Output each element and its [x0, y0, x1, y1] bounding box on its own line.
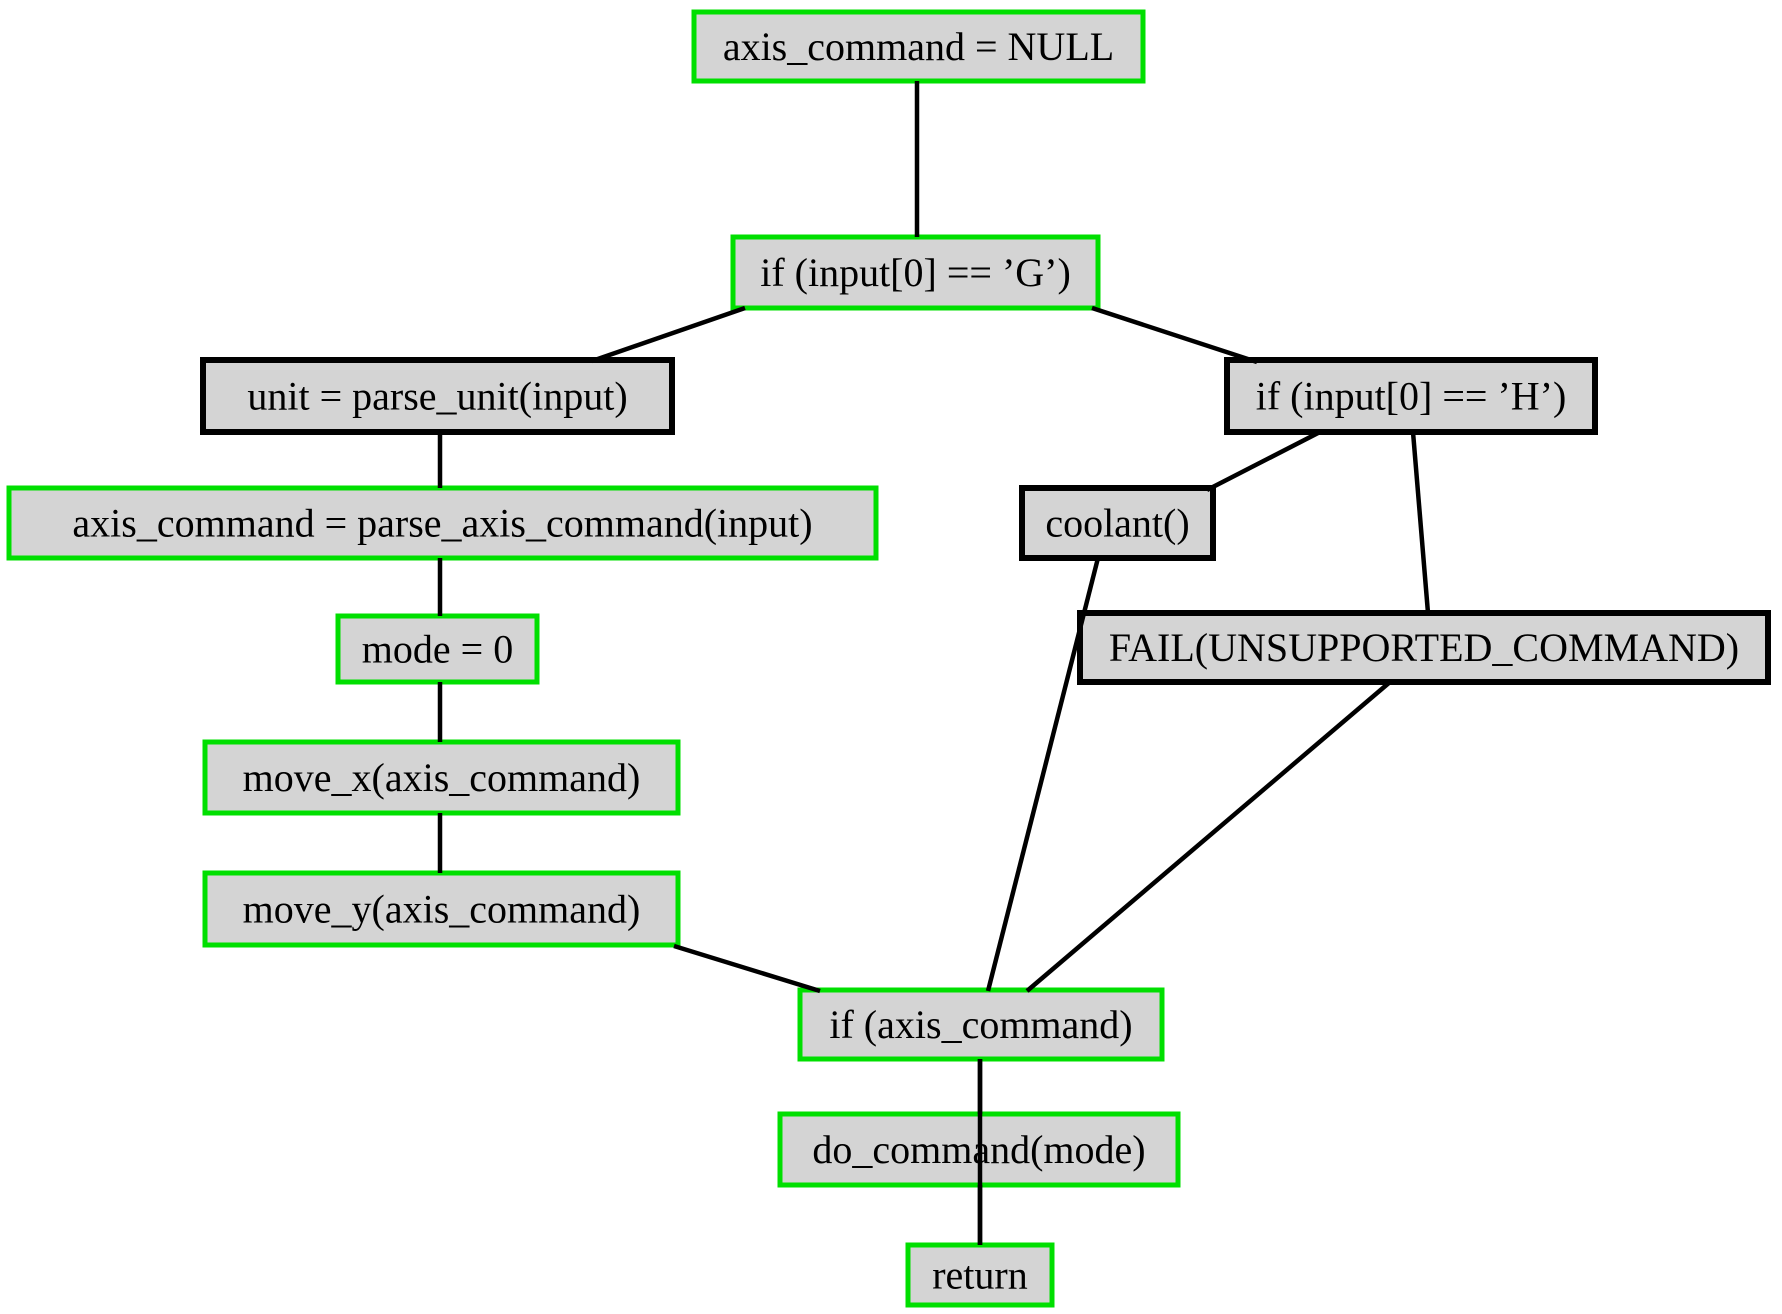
node-if-axis-command — [797, 987, 1165, 1062]
edge-if-input-h-to-coolant — [1205, 429, 1322, 493]
node-if-input-g — [730, 234, 1101, 311]
node-axis-command-null-label: axis_command = NULL — [723, 24, 1114, 69]
edge-if-input-h-to-fail-unsupported — [1410, 431, 1431, 614]
node-unit-parse-unit-label: unit = parse_unit(input) — [247, 374, 627, 419]
node-return-label: return — [932, 1253, 1028, 1298]
node-axis-command-null — [691, 9, 1146, 84]
node-if-input-g-label: if (input[0] == ’G’) — [760, 250, 1071, 295]
edge-coolant-to-if-axis-command — [985, 557, 1101, 992]
node-mode-0 — [335, 613, 540, 685]
node-if-input-h — [1224, 357, 1598, 435]
edge-if-input-g-to-unit-parse-unit — [591, 305, 746, 364]
node-axis-command-parse — [6, 485, 879, 561]
node-unit-parse-unit — [200, 357, 675, 435]
node-mode-0-label: mode = 0 — [362, 627, 513, 672]
node-axis-command-parse-label: axis_command = parse_axis_command(input) — [72, 501, 812, 546]
edge-fail-unsupported-to-if-axis-command — [1025, 680, 1392, 993]
node-fail-unsupported — [1077, 610, 1771, 685]
node-if-axis-command-label: if (axis_command) — [829, 1002, 1132, 1047]
edge-if-input-g-to-if-input-h — [1091, 305, 1258, 365]
node-move-y — [202, 870, 681, 948]
edge-move-y-to-if-axis-command — [673, 943, 821, 994]
edges-layer — [437, 81, 1431, 1245]
node-coolant — [1019, 485, 1216, 561]
nodes-layer: axis_command = NULL if (input[0] == ’G’) u… — [6, 9, 1771, 1308]
node-move-x-label: move_x(axis_command) — [243, 755, 641, 800]
node-fail-unsupported-label: FAIL(UNSUPPORTED_COMMAND) — [1109, 625, 1739, 670]
node-if-input-h-label: if (input[0] == ’H’) — [1256, 374, 1567, 419]
node-move-y-label: move_y(axis_command) — [243, 887, 641, 932]
node-coolant-label: coolant() — [1045, 501, 1189, 546]
